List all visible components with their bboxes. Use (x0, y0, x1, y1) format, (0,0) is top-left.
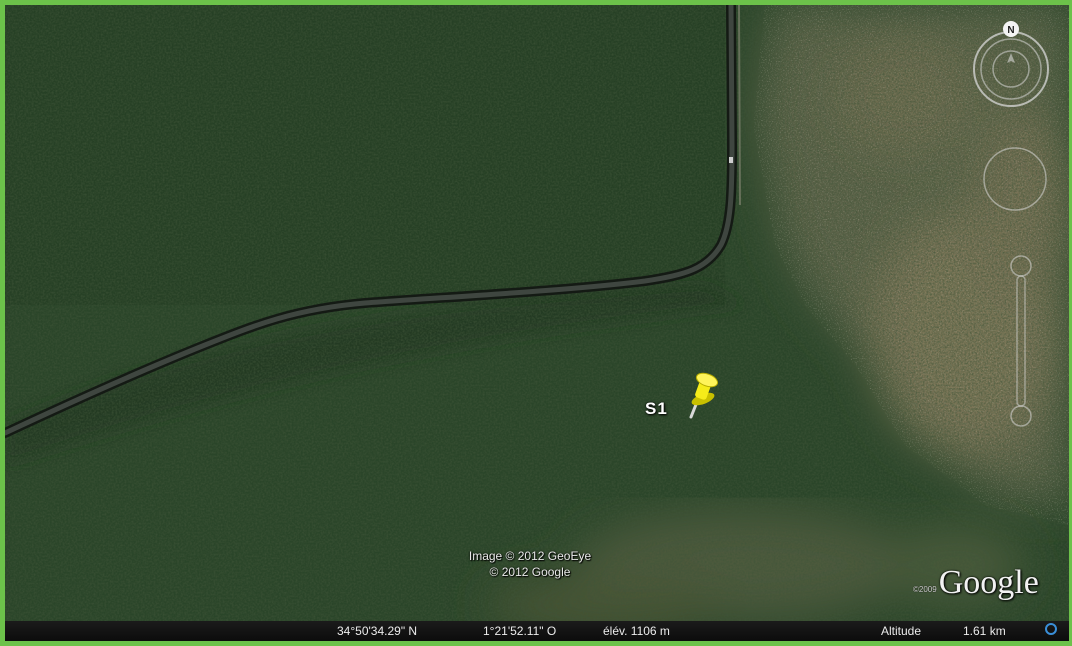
look-joystick-icon[interactable] (983, 147, 1047, 211)
navigation-controls[interactable]: N (959, 13, 1063, 433)
longitude-readout: 1°21'52.11" O (483, 624, 557, 638)
imagery-attribution: Image © 2012 GeoEye © 2012 Google (445, 548, 615, 580)
streaming-ring-icon (1045, 623, 1057, 635)
logo-year: ©2009 (913, 585, 937, 594)
elevation-readout: élév. 1106 m (603, 624, 670, 638)
attribution-line-imagery: Image © 2012 GeoEye (468, 549, 592, 563)
zoom-slider-icon[interactable] (1010, 255, 1032, 427)
latitude-readout: 34°50'34.29" N (337, 624, 418, 638)
satellite-terrain (5, 5, 1069, 641)
altitude-label: Altitude (881, 624, 922, 638)
compass-north-letter: N (1007, 25, 1014, 36)
google-logo: ©2009 Google (913, 561, 1039, 601)
logo-text: Google (938, 564, 1039, 601)
satellite-map-view[interactable]: S1 Image © 2012 GeoEye © 2012 Google ©20… (5, 5, 1069, 641)
attribution-line-google: © 2012 Google (489, 565, 571, 579)
yellow-pushpin-icon[interactable] (677, 369, 721, 421)
north-compass-icon[interactable]: N (973, 21, 1049, 107)
status-bar: 34°50'34.29" N 1°21'52.11" O élév. 1106 … (5, 621, 1069, 641)
placemark-label[interactable]: S1 (645, 399, 668, 418)
altitude-value: 1.61 km (963, 624, 1006, 638)
